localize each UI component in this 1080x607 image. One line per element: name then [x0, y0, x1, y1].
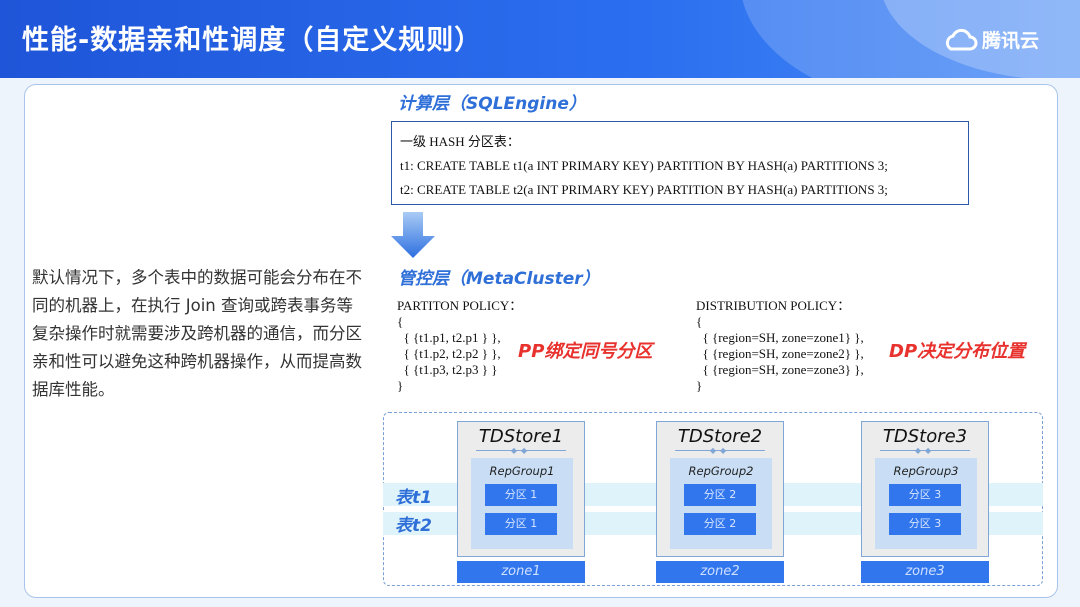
repgroup-name: RepGroup3 — [893, 464, 959, 478]
partition: 分区 2 — [684, 484, 756, 506]
tdstore-name: TDStore1 — [478, 426, 564, 447]
cloud-icon — [945, 28, 978, 50]
partition: 分区 3 — [889, 513, 961, 535]
tencent-cloud-logo: 腾讯云 — [942, 26, 1039, 53]
divider — [880, 450, 970, 451]
tdstore-node: TDStore1 ◆◆ RepGroup1 分区 1 分区 1 — [457, 421, 585, 557]
tdstore-node: TDStore3 ◆◆ RepGroup3 分区 3 分区 3 — [861, 421, 989, 557]
sql-line: t1: CREATE TABLE t1(a INT PRIMARY KEY) P… — [400, 158, 888, 173]
partition: 分区 2 — [684, 513, 756, 535]
tdstore-name: TDStore3 — [882, 426, 968, 447]
header: 性能-数据亲和性调度（自定义规则） 腾讯云 — [0, 0, 1080, 78]
tdstore-node: TDStore2 ◆◆ RepGroup2 分区 2 分区 2 — [656, 421, 784, 557]
page-title: 性能-数据亲和性调度（自定义规则） — [22, 25, 483, 56]
zone-bar: zone3 — [861, 561, 989, 583]
table-label-t2: 表t2 — [395, 516, 432, 536]
control-layer-title: 管控层（MetaCluster） — [398, 269, 600, 289]
compute-layer-title: 计算层（SQLEngine） — [398, 94, 586, 114]
repgroup: RepGroup2 分区 2 分区 2 — [670, 458, 772, 549]
partition: 分区 1 — [485, 484, 557, 506]
repgroup-name: RepGroup1 — [489, 464, 555, 478]
zone-bar: zone1 — [457, 561, 585, 583]
diamond-icon: ◆◆ — [709, 446, 731, 455]
down-arrow-icon — [391, 212, 435, 258]
partition-policy: PARTITON POLICY： { { {t1.p1, t2.p1 } }, … — [397, 298, 523, 393]
logo-text: 腾讯云 — [982, 30, 1040, 52]
zone-bar: zone2 — [656, 561, 784, 583]
diamond-icon: ◆◆ — [510, 446, 532, 455]
divider — [675, 450, 765, 451]
dp-label: DP决定分布位置 — [889, 341, 1026, 362]
diamond-icon: ◆◆ — [914, 446, 936, 455]
divider — [476, 450, 566, 451]
partition: 分区 3 — [889, 484, 961, 506]
sql-box: 一级 HASH 分区表： t1: CREATE TABLE t1(a INT P… — [391, 121, 969, 205]
tdstore-name: TDStore2 — [677, 426, 763, 447]
distribution-policy: DISTRIBUTION POLICY： { { {region=SH, zon… — [696, 298, 864, 393]
sql-line: 一级 HASH 分区表： — [400, 134, 520, 149]
table-label-t1: 表t1 — [395, 488, 432, 508]
repgroup: RepGroup3 分区 3 分区 3 — [875, 458, 977, 549]
description-text: 默认情况下，多个表中的数据可能会分布在不同的机器上，在执行 Join 查询或跨表… — [32, 268, 362, 399]
header-decoration — [740, 0, 1080, 78]
repgroup: RepGroup1 分区 1 分区 1 — [471, 458, 573, 549]
repgroup-name: RepGroup2 — [688, 464, 754, 478]
pp-label: PP绑定同号分区 — [518, 341, 653, 362]
sql-line: t2: CREATE TABLE t2(a INT PRIMARY KEY) P… — [400, 182, 888, 197]
partition: 分区 1 — [485, 513, 557, 535]
